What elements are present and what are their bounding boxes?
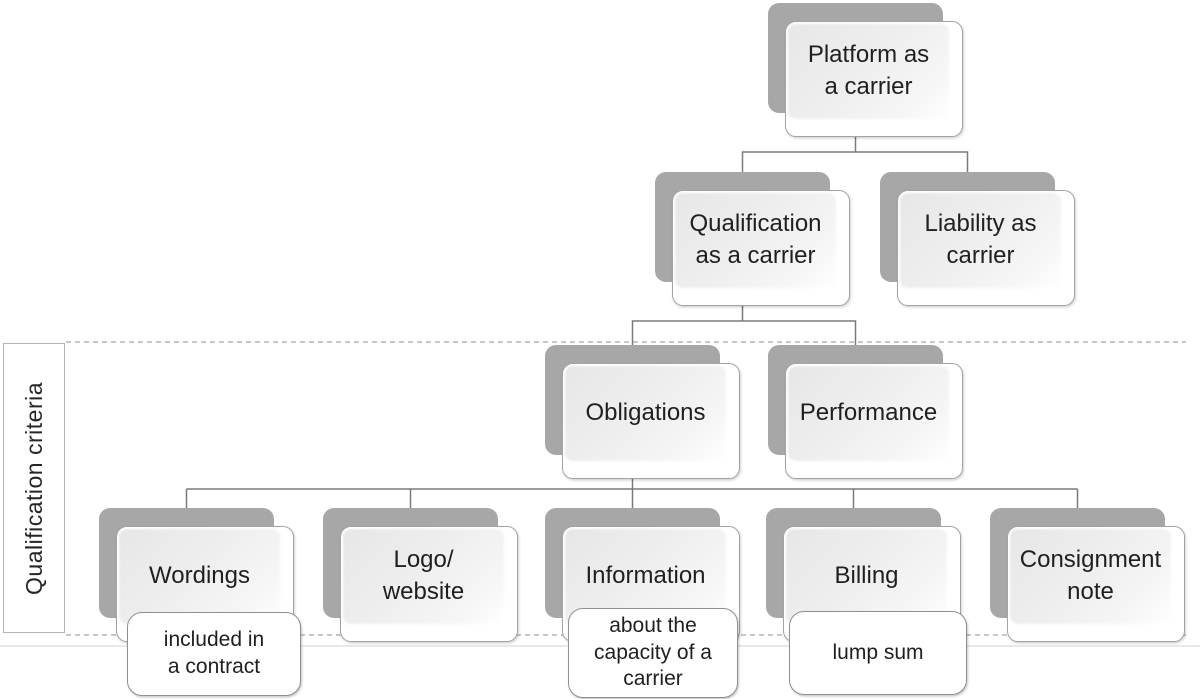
node-performance: Performance <box>768 345 964 481</box>
node-card: Logo/ website <box>340 526 518 642</box>
note-about-capacity-of-carrier: about the capacity of a carrier <box>568 608 738 698</box>
node-label: Consignment note <box>1019 546 1162 605</box>
node-label: Wordings <box>149 562 250 590</box>
node-liability-as-carrier: Liability as carrier <box>880 172 1076 308</box>
node-obligations: Obligations <box>545 345 741 481</box>
node-label: Obligations <box>585 399 706 427</box>
node-card: Liability as carrier <box>897 190 1075 306</box>
node-card: Qualification as a carrier <box>672 190 850 306</box>
qualification-criteria-label: Qualification criteria <box>20 381 47 595</box>
node-card: Obligations <box>562 363 740 479</box>
node-label: Platform as a carrier <box>807 41 930 100</box>
node-card: Performance <box>785 363 963 479</box>
node-label: Billing <box>834 562 899 590</box>
node-card: Platform as a carrier <box>785 21 963 137</box>
node-platform-as-a-carrier: Platform as a carrier <box>768 3 964 139</box>
node-qualification-as-a-carrier: Qualification as a carrier <box>655 172 851 308</box>
node-label: Liability as carrier <box>924 210 1037 269</box>
node-label: Performance <box>799 399 938 427</box>
qualification-criteria-label-box: Qualification criteria <box>3 343 65 633</box>
node-label: Information <box>585 562 706 590</box>
node-label: Logo/ website <box>382 546 465 605</box>
node-consignment-note: Consignment note <box>990 508 1186 644</box>
note-included-in-a-contract: included in a contract <box>127 612 301 696</box>
node-label: Qualification as a carrier <box>689 210 822 269</box>
note-lump-sum: lump sum <box>789 611 967 695</box>
node-card: Consignment note <box>1007 526 1185 642</box>
node-logo-website: Logo/ website <box>323 508 519 644</box>
